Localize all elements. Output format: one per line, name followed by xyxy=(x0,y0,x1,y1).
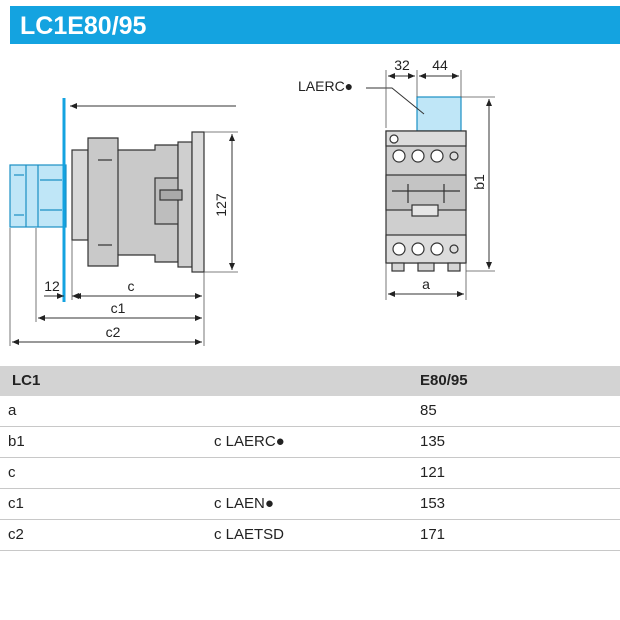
side-view: 127 12 c c1 c2 xyxy=(9,98,238,346)
table-row: c1 c LAEN● 153 xyxy=(0,489,620,520)
header-range: E80/95 xyxy=(420,372,468,389)
table-header: LC1 E80/95 xyxy=(0,366,620,396)
dim-c1-label: c1 xyxy=(111,300,126,316)
row-dimension: b1 xyxy=(8,433,25,450)
addon-block xyxy=(9,164,67,228)
contactor-side-body xyxy=(71,131,205,273)
front-view: LAERC● 32 44 b1 a xyxy=(298,57,495,300)
row-note: c LAETSD xyxy=(214,526,285,543)
row-dimension: c1 xyxy=(8,495,24,512)
dim-32-label: 32 xyxy=(394,57,410,73)
accessory-label: LAERC● xyxy=(298,78,353,94)
dim-b1-label: b1 xyxy=(471,174,487,190)
row-note: c LAEN● xyxy=(214,495,274,512)
title-bar: LC1E80/95 xyxy=(10,6,620,44)
table-row: c 121 xyxy=(0,458,620,489)
row-dimension: a xyxy=(8,402,17,419)
dim-c-label: c xyxy=(128,278,135,294)
row-value: 121 xyxy=(420,464,446,481)
row-value: 85 xyxy=(420,402,437,419)
dim-c2-label: c2 xyxy=(106,324,121,340)
table-row: c2 c LAETSD 171 xyxy=(0,520,620,551)
dimension-drawing: 127 12 c c1 c2 xyxy=(9,57,495,346)
table-row: a 85 xyxy=(0,396,620,427)
dim-127-label: 127 xyxy=(213,193,229,217)
table-row: b1 c LAERC● 135 xyxy=(0,427,620,458)
dim-12-label: 12 xyxy=(44,278,60,294)
row-value: 135 xyxy=(420,433,446,450)
row-dimension: c2 xyxy=(8,526,24,543)
accessory-block xyxy=(416,96,462,132)
dim-44-label: 44 xyxy=(432,57,448,73)
row-value: 171 xyxy=(420,526,446,543)
accessory-leader xyxy=(366,87,425,115)
row-dimension: c xyxy=(8,464,16,481)
terminal-screws xyxy=(389,134,459,256)
header-model: LC1 xyxy=(12,372,41,389)
page-title: LC1E80/95 xyxy=(20,12,147,40)
row-note: c LAERC● xyxy=(214,433,285,450)
row-value: 153 xyxy=(420,495,446,512)
dim-a-label: a xyxy=(422,276,430,292)
